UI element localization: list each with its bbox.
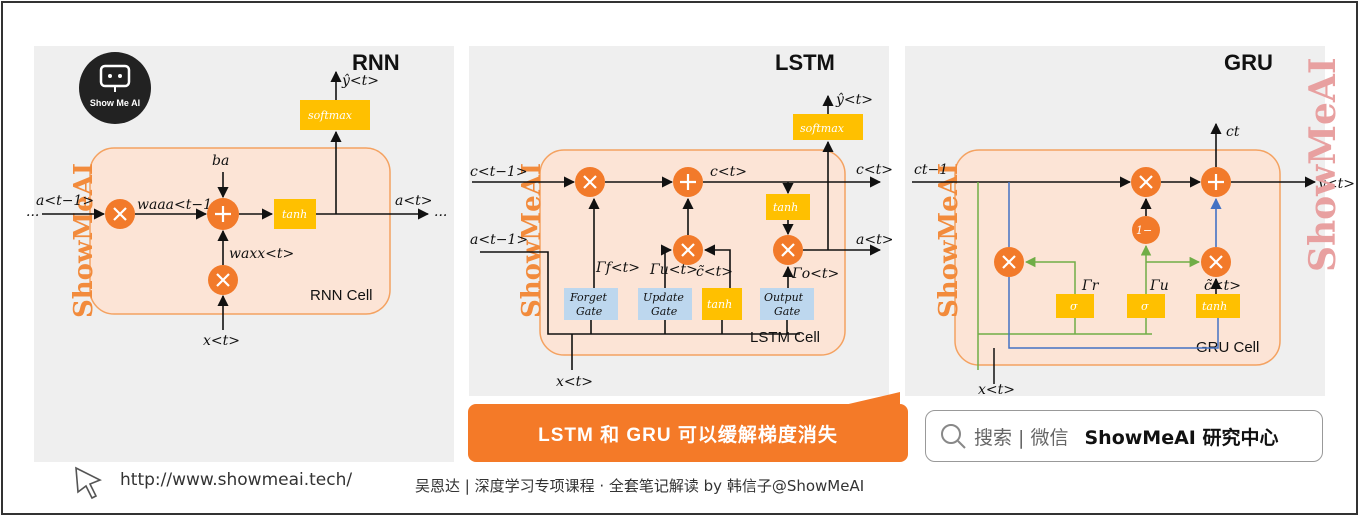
lstm-softmax-label: softmax	[800, 122, 845, 135]
search-icon	[941, 424, 966, 449]
rnn-cell-label: RNN Cell	[310, 287, 373, 304]
lstm-watermark: ShowMeAI	[517, 163, 547, 318]
rnn-a-prev: a<t−1>	[36, 193, 94, 209]
lstm-update-gate-l1: Update	[643, 291, 684, 304]
rnn-waa: waaa<t−1>	[137, 197, 224, 213]
lstm-c-prev: c<t−1>	[470, 164, 528, 180]
gru-c-tilde: c̃<t>	[1204, 278, 1241, 294]
lstm-update-gate-l2: Gate	[651, 305, 678, 318]
gru-sigma-r: σ	[1070, 300, 1078, 313]
lstm-gamma-f: Γf<t>	[595, 260, 640, 276]
lstm-title: LSTM	[775, 50, 835, 75]
showmeai-logo: Show Me AI	[79, 52, 151, 124]
lstm-output-gate-l2: Gate	[774, 305, 801, 318]
lstm-forget-gate-l1: Forget	[569, 291, 607, 304]
gru-sigma-u: σ	[1141, 300, 1149, 313]
rnn-ba: ba	[212, 153, 229, 169]
lstm-output-gate	[760, 288, 814, 320]
gru-one-minus: 1−	[1136, 224, 1152, 237]
rnn-diagram: RNN RNN Cell ShowMeAI ··· a<t−1> waaa<t−…	[26, 50, 447, 349]
banner-tail	[840, 392, 900, 406]
lstm-x-in: x<t>	[556, 374, 593, 390]
lstm-tanh-gate-label: tanh	[707, 298, 732, 311]
gru-tanh: tanh	[1202, 300, 1227, 313]
gru-sigma-r-box	[1056, 294, 1094, 318]
robot-icon	[99, 64, 131, 92]
lstm-output-gate-l1: Output	[764, 291, 804, 304]
summary-banner: LSTM 和 GRU 可以缓解梯度消失	[468, 404, 908, 462]
rnn-tanh-label: tanh	[282, 208, 307, 221]
lstm-c-mid: c<t>	[710, 164, 747, 180]
gru-cell-label: GRU Cell	[1196, 339, 1259, 356]
gru-one-minus-node	[1132, 216, 1160, 244]
gru-tanh-box	[1196, 294, 1240, 318]
lstm-c-out: c<t>	[856, 162, 893, 178]
rnn-title: RNN	[352, 50, 400, 75]
rnn-cell-box	[89, 147, 391, 315]
lstm-tanh-top-label: tanh	[773, 201, 798, 214]
lstm-gamma-u: Γu<t>	[649, 262, 698, 278]
gru-diagram: GRU GRU Cell ShowMeAI ct−1 ŷ<t> ct 1− x<…	[912, 50, 1355, 398]
gru-y-hat: ŷ<t>	[1317, 175, 1355, 192]
search-text: 搜索 | 微信	[974, 426, 1069, 449]
gru-gamma-u: Γu	[1149, 278, 1169, 294]
rnn-softmax-label: softmax	[308, 109, 353, 122]
lstm-tanh-gate	[702, 288, 742, 320]
search-box[interactable]: 搜索 | 微信 ShowMeAI 研究中心	[925, 410, 1323, 462]
gru-c-t: ct	[1226, 124, 1240, 140]
lstm-tanh-top-box	[766, 194, 810, 220]
lstm-softmax-box	[793, 114, 863, 140]
rnn-tanh-box	[274, 199, 316, 229]
gru-sigma-u-box	[1127, 294, 1165, 318]
lstm-gamma-o: Γo<t>	[791, 266, 839, 282]
gru-watermark: ShowMeAI	[934, 163, 964, 318]
lstm-a-prev: a<t−1>	[470, 232, 528, 248]
rnn-y-hat: ŷ<t>	[341, 72, 379, 89]
footer-credit: 吴恩达 | 深度学习专项课程 · 全套笔记解读 by 韩信子@ShowMeAI	[415, 477, 865, 495]
lstm-forget-gate-l2: Gate	[576, 305, 603, 318]
cursor-icon	[75, 466, 102, 500]
gru-gamma-r: Γr	[1081, 278, 1100, 294]
rnn-softmax-box	[300, 100, 370, 130]
rnn-a-out: a<t>	[395, 193, 432, 209]
rnn-dots-left: ···	[26, 208, 39, 224]
gru-x-in: x<t>	[978, 382, 1015, 398]
rnn-dots-right: ···	[434, 208, 447, 224]
gru-title: GRU	[1224, 50, 1273, 75]
lstm-update-gate	[638, 288, 692, 320]
gru-c-prev: ct−1	[914, 162, 948, 178]
side-watermark: ShowMeAI	[1302, 57, 1344, 272]
lstm-forget-gate	[564, 288, 618, 320]
lstm-c-tilde: c̃<t>	[696, 264, 733, 280]
lstm-y-hat: ŷ<t>	[835, 91, 873, 108]
rnn-x-in: x<t>	[203, 333, 240, 349]
lstm-a-out: a<t>	[856, 232, 893, 248]
rnn-wax: waxx<t>	[229, 246, 294, 262]
logo-text: Show Me AI	[89, 98, 141, 108]
rnn-watermark: ShowMeAI	[69, 163, 99, 318]
lstm-cell-label: LSTM Cell	[750, 329, 820, 346]
footer-url[interactable]: http://www.showmeai.tech/	[120, 470, 353, 490]
search-brand: ShowMeAI 研究中心	[1084, 426, 1279, 449]
lstm-diagram: LSTM LSTM Cell ShowMeAI c<t−1> c<t> c<t>…	[470, 50, 893, 390]
